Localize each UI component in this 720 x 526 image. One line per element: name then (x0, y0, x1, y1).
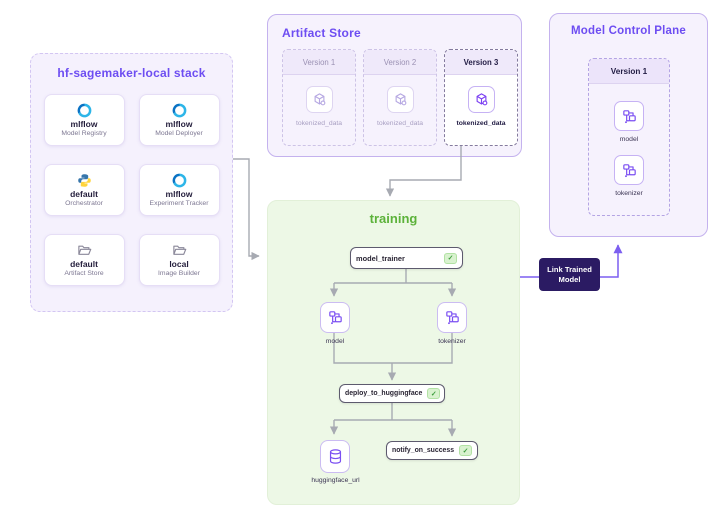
connector-link-to-mcp (599, 244, 623, 278)
artifact-label: tokenized_data (376, 120, 424, 127)
tokenizer-icon-box[interactable] (614, 155, 644, 185)
python-icon (77, 174, 91, 187)
artifact-node-label: tokenizer (438, 338, 466, 345)
database-icon (329, 449, 341, 464)
version-label: Version 2 (364, 50, 436, 75)
artifact-node-label: huggingface_url (311, 477, 360, 484)
artifact-node-model[interactable] (320, 302, 350, 333)
stack-card-role: Experiment Tracker (149, 200, 209, 207)
stack-card-role: Image Builder (158, 270, 200, 277)
stack-panel-title: hf-sagemaker-local stack (57, 66, 206, 80)
training-title: training (369, 211, 418, 226)
status-check-icon: ✓ (459, 445, 473, 456)
version-body: tokenized_data (283, 75, 355, 127)
artifact-icon-box[interactable] (305, 86, 333, 113)
model-control-plane-title: Model Control Plane (571, 25, 686, 37)
stack-card-orchestrator[interactable]: default Orchestrator (43, 164, 125, 216)
link-trained-model-badge[interactable]: Link Trained Model (539, 258, 600, 291)
flow-icon (622, 163, 636, 177)
stack-card-name: local (169, 259, 189, 269)
connector-stack-to-training (233, 158, 260, 261)
artifact-node-tokenizer[interactable] (437, 302, 467, 333)
stack-card-model-deployer[interactable]: mlflow Model Deployer (138, 94, 220, 146)
artifact-label: tokenized_data (295, 120, 343, 127)
stack-card-model-registry[interactable]: mlflow Model Registry (43, 94, 125, 146)
step-label: model_trainer (356, 253, 405, 263)
stack-card-artifact-store[interactable]: default Artifact Store (43, 234, 125, 286)
artifact-node-label: model (325, 338, 345, 345)
version-label: Version 1 (283, 50, 355, 75)
package-icon (476, 93, 487, 106)
stack-card-grid: mlflow Model Registry mlflow Model Deplo… (31, 94, 232, 286)
step-label: notify_on_success (392, 447, 455, 454)
stack-card-name: default (70, 259, 98, 269)
artifact-version-1-card[interactable]: Version 1 tokenized_data (282, 49, 356, 146)
stack-card-role: Orchestrator (65, 200, 103, 207)
folder-icon (172, 245, 186, 255)
artifact-icon-box[interactable] (467, 86, 495, 113)
status-check-icon: ✓ (444, 252, 457, 264)
artifact-version-3-card[interactable]: Version 3 tokenized_data (444, 49, 518, 146)
mcp-version-card[interactable]: Version 1 model tokenizer (588, 58, 670, 216)
artifact-node-huggingface-url[interactable] (320, 440, 350, 473)
stack-card-name: mlflow (70, 119, 98, 129)
step-label: deploy_to_huggingface (345, 390, 423, 397)
version-body: tokenized_data (445, 75, 517, 127)
flow-icon (328, 311, 342, 325)
stack-card-role: Model Deployer (155, 130, 203, 137)
mlflow-icon (77, 103, 91, 118)
model-control-plane-panel: Model Control Plane Version 1 model (549, 13, 708, 237)
stack-card-role: Model Registry (61, 130, 107, 137)
stack-panel: hf-sagemaker-local stack mlflow Model Re… (30, 53, 233, 312)
stack-card-name: mlflow (165, 119, 193, 129)
mcp-item-model[interactable]: model (589, 101, 669, 143)
flow-icon (445, 311, 459, 325)
model-icon-box[interactable] (614, 101, 644, 131)
mlflow-icon (172, 173, 186, 188)
status-check-icon: ✓ (427, 388, 441, 399)
step-notify-on-success[interactable]: notify_on_success ✓ (386, 441, 478, 460)
artifact-store-title: Artifact Store (282, 26, 361, 40)
package-icon (395, 93, 406, 106)
artifact-version-row: Version 1 tokenized_data Version 2 (282, 49, 518, 146)
flow-icon (622, 109, 636, 123)
stack-card-experiment-tracker[interactable]: mlflow Experiment Tracker (138, 164, 220, 216)
step-model-trainer[interactable]: model_trainer ✓ (350, 247, 463, 269)
artifact-store-panel: Artifact Store Version 1 tokenized_data … (267, 14, 522, 157)
mcp-item-label: tokenizer (615, 190, 643, 197)
stack-card-name: default (70, 189, 98, 199)
mcp-item-label: model (619, 136, 639, 143)
stack-card-name: mlflow (165, 189, 193, 199)
folder-icon (77, 245, 91, 255)
stack-card-image-builder[interactable]: local Image Builder (138, 234, 220, 286)
artifact-icon-box[interactable] (386, 86, 414, 113)
step-deploy-to-huggingface[interactable]: deploy_to_huggingface ✓ (339, 384, 445, 403)
version-body: tokenized_data (364, 75, 436, 127)
mcp-version-label: Version 1 (589, 59, 669, 84)
mcp-item-tokenizer[interactable]: tokenizer (589, 155, 669, 197)
version-label: Version 3 (445, 50, 517, 75)
package-icon (314, 93, 325, 106)
artifact-version-2-card[interactable]: Version 2 tokenized_data (363, 49, 437, 146)
stack-card-role: Artifact Store (64, 270, 104, 277)
mlflow-icon (172, 103, 186, 118)
artifact-label: tokenized_data (456, 120, 506, 127)
